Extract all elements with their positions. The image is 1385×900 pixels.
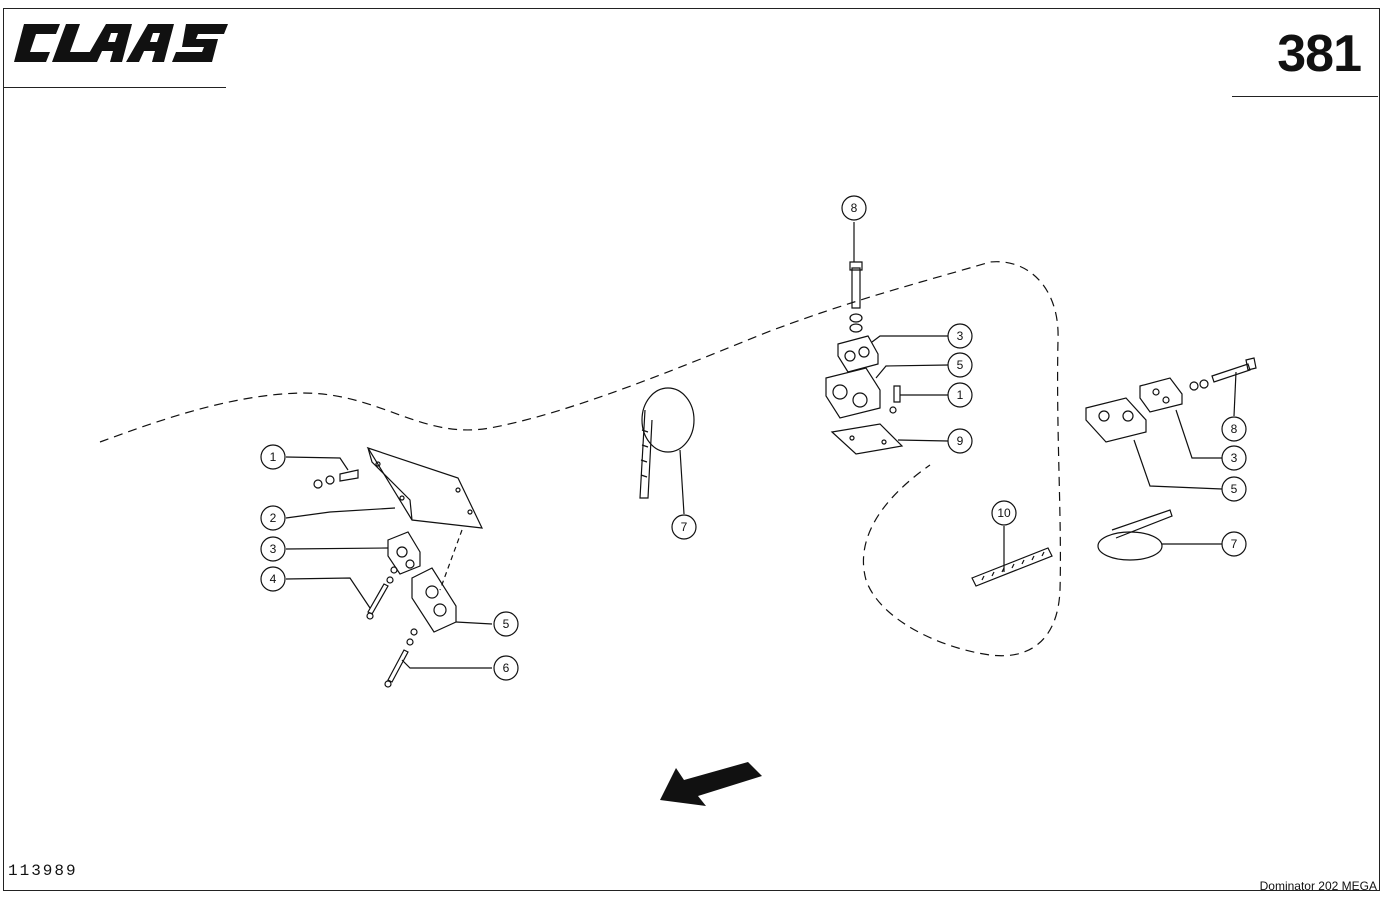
callout-circle bbox=[493, 655, 519, 681]
callout-label: 1 bbox=[270, 450, 277, 464]
callout-circle bbox=[260, 444, 286, 470]
callout-circle bbox=[947, 323, 973, 349]
callout-label: 7 bbox=[1231, 537, 1238, 551]
callout-circle bbox=[1221, 445, 1247, 471]
callout-circle bbox=[841, 195, 867, 221]
callout-label: 1 bbox=[957, 388, 964, 402]
cable-tie-middle bbox=[641, 387, 695, 453]
callout-circle bbox=[260, 505, 286, 531]
page-number: 381 bbox=[1277, 25, 1362, 83]
page-number-underline bbox=[1232, 96, 1378, 97]
callout-label: 8 bbox=[1231, 422, 1238, 436]
plate-9 bbox=[830, 423, 904, 455]
bolt-center-8 bbox=[851, 267, 861, 309]
clamp-half-right-upper bbox=[1139, 377, 1183, 413]
bolt-right-8 bbox=[1211, 363, 1251, 383]
callout-label: 9 bbox=[957, 434, 964, 448]
callout-label: 3 bbox=[957, 329, 964, 343]
bolt-left-4 bbox=[367, 583, 389, 615]
clamp-half-left-lower bbox=[411, 567, 457, 633]
bolt-left-upper bbox=[339, 469, 359, 482]
callout-label: 8 bbox=[851, 201, 858, 215]
callout-circle bbox=[260, 536, 286, 562]
callout-circle bbox=[947, 352, 973, 378]
callout-circle bbox=[947, 428, 973, 454]
drawing-sheet bbox=[3, 8, 1380, 891]
callout-label: 7 bbox=[681, 520, 688, 534]
callout-circle bbox=[1221, 476, 1247, 502]
callout-label: 5 bbox=[503, 617, 510, 631]
bolt-left-6 bbox=[387, 649, 409, 683]
callout-label: 5 bbox=[957, 358, 964, 372]
callout-label: 2 bbox=[270, 511, 277, 525]
cable-tie-right bbox=[1097, 531, 1163, 561]
callout-label: 3 bbox=[270, 542, 277, 556]
logo-underline bbox=[4, 87, 226, 88]
bracket-plate bbox=[366, 446, 484, 529]
callout-label: 5 bbox=[1231, 482, 1238, 496]
callout-circle bbox=[1221, 531, 1247, 557]
callout-circle bbox=[671, 514, 697, 540]
clamp-half-center-lower bbox=[825, 367, 881, 419]
callout-label: 3 bbox=[1231, 451, 1238, 465]
callout-label: 4 bbox=[270, 572, 277, 586]
callout-circle bbox=[493, 611, 519, 637]
clamp-half-left-upper bbox=[387, 531, 421, 575]
travel-direction-arrow bbox=[660, 762, 762, 806]
model-name: Dominator 202 MEGA bbox=[1259, 879, 1377, 893]
claas-logo bbox=[14, 24, 228, 62]
pipe-route-dashed bbox=[99, 261, 1062, 657]
callout-circle bbox=[991, 500, 1017, 526]
callout-label: 6 bbox=[503, 661, 510, 675]
rail-10 bbox=[971, 547, 1053, 587]
clamp-half-center-upper bbox=[837, 335, 879, 373]
callout-circle bbox=[947, 382, 973, 408]
clamp-half-right-lower bbox=[1085, 397, 1147, 443]
callout-circle bbox=[1221, 416, 1247, 442]
callout-circle bbox=[260, 566, 286, 592]
drawing-number: 113989 bbox=[8, 862, 78, 880]
callout-label: 10 bbox=[997, 506, 1011, 520]
